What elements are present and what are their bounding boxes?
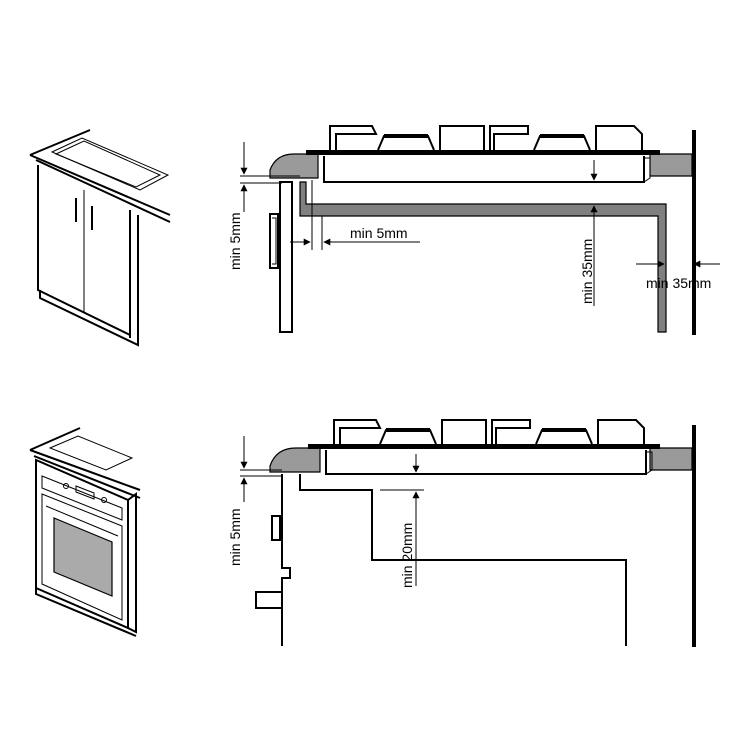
countertop-left-bottom [269, 447, 321, 473]
oven-illustration [29, 427, 141, 637]
wall [692, 130, 696, 335]
countertop-right-bottom [649, 447, 693, 471]
bottom-under-label: min 20mm [399, 523, 415, 588]
hob-body [323, 156, 645, 183]
top-cross-section: min 5mm min 5mm min 35mm min 35mm [227, 125, 720, 335]
bottom-cross-section: min 5mm min 20mm [227, 419, 696, 647]
top-under-label: min 35mm [579, 239, 595, 304]
top-wall-label: min 35mm [646, 275, 711, 291]
top-gap-label: min 5mm [227, 212, 243, 270]
countertop-left [269, 153, 319, 179]
cabinet-inner-panel [299, 181, 667, 333]
top-side-gap-label: min 5mm [350, 225, 408, 241]
wall-bottom [692, 425, 696, 647]
bottom-gap-label: min 5mm [227, 508, 243, 566]
cabinet-side [279, 181, 293, 333]
countertop-right [649, 153, 693, 177]
cabinet-illustration [29, 129, 171, 347]
